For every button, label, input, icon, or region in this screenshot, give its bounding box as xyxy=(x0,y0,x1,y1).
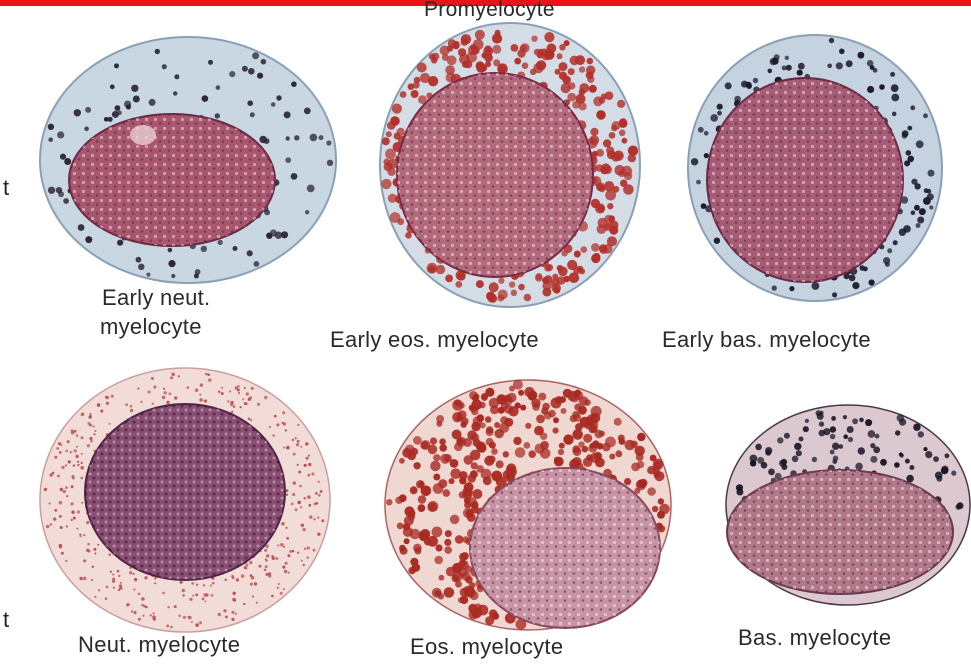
edge-mark-bottom: t xyxy=(3,607,9,633)
label-early-bas: Early bas. myelocyte xyxy=(662,327,871,353)
label-early-neut-line1: Early neut. xyxy=(102,285,210,311)
cell-neut xyxy=(40,368,330,632)
label-neut: Neut. myelocyte xyxy=(78,632,240,658)
edge-mark-top: t xyxy=(3,175,9,201)
label-early-eos: Early eos. myelocyte xyxy=(330,327,539,353)
promyelocyte-title: Promyelocyte xyxy=(424,0,555,23)
label-early-neut-line2: myelocyte xyxy=(100,314,202,340)
cell-bas xyxy=(726,405,970,605)
label-bas: Bas. myelocyte xyxy=(738,625,891,651)
label-eos: Eos. myelocyte xyxy=(410,634,563,660)
cell-early-eos xyxy=(380,23,640,307)
cell-eos xyxy=(385,380,671,630)
cell-early-neut xyxy=(40,37,336,283)
cell-early-bas xyxy=(688,35,942,301)
